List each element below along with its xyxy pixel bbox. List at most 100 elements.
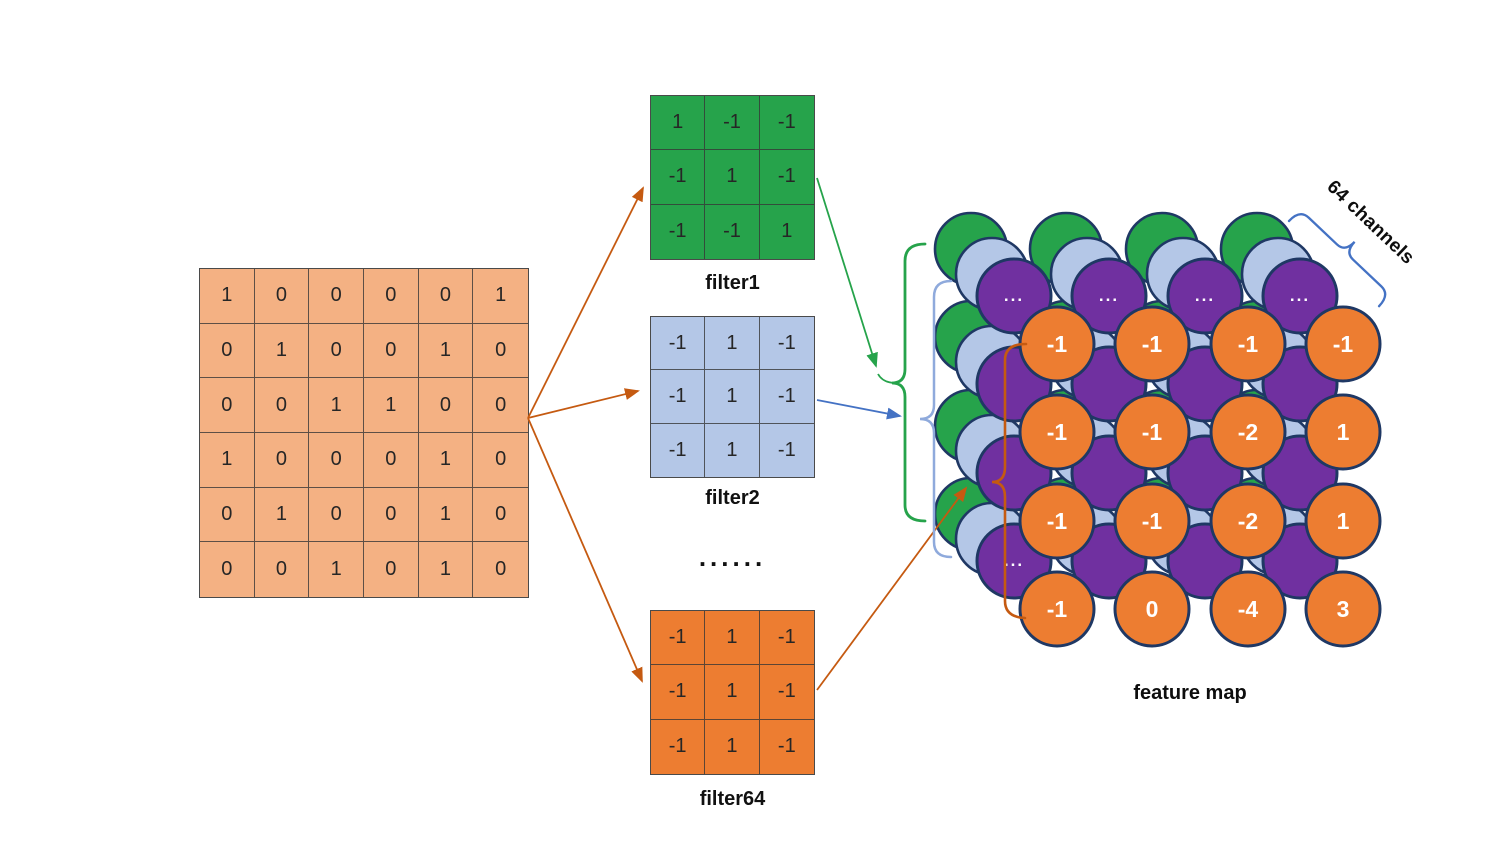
matrix-cell: 0 [495,558,507,581]
arrow-filter64-to-map [816,486,968,691]
channel-ellipsis: ... [1004,286,1024,305]
feature-map-value: -2 [1238,508,1258,534]
filter-cell: 1 [705,370,760,424]
matrix-cell: 0 [254,269,310,324]
matrix-cell: 1 [473,269,528,324]
matrix-cell: 1 [254,487,310,543]
arrow-filter1-to-map [816,177,878,368]
filter-cell: -1 [651,719,706,774]
filter-cell: -1 [651,665,706,720]
blue-channels-brace [919,279,953,559]
filter-cell: -1 [705,204,760,259]
green-channels-brace [891,242,927,523]
matrix-cell: 0 [254,433,310,488]
filter-cell: -1 [651,370,706,424]
filter-cell: 1 [705,665,760,720]
feature-map-value: -1 [1047,596,1068,622]
matrix-cell: 0 [200,542,255,597]
matrix-cell: 0 [364,542,419,597]
matrix-cell: 0 [418,378,474,433]
feature-map-value: 3 [1337,596,1350,622]
feature-value-circle [1018,393,1096,471]
filter-cell: -1 [651,204,706,259]
matrix-cell: 1 [309,542,364,597]
feature-map-orange-layer [1018,305,1382,648]
feature-value-circle [1304,570,1382,648]
filter-cell: -1 [651,150,706,205]
feature-value-circle [1209,305,1287,383]
feature-map-value: -1 [1142,419,1163,445]
filter-cell: 1 [705,423,760,477]
filters-ellipsis: ...... [698,542,767,572]
feature-map-value: -1 [1047,419,1068,445]
filter-cell: -1 [651,611,706,666]
filter-cell: 1 [705,150,760,205]
feature-map-value: -1 [1142,331,1163,357]
feature-value-circle [1018,482,1096,560]
channel-ellipsis: ... [1004,551,1024,570]
channel-ellipsis: ... [1195,286,1215,305]
matrix-cell: 1 [200,433,255,488]
feature-map-value: -1 [1238,331,1259,357]
filter-cell: -1 [759,611,814,666]
matrix-cell: 0 [418,269,474,324]
matrix-cell: 1 [418,433,474,488]
matrix-cell: 0 [364,487,419,543]
filter-cell: 1 [781,220,793,243]
filter-cell: -1 [705,96,760,151]
matrix-cell: 1 [309,378,364,433]
feature-map-value: -4 [1238,596,1259,622]
feature-value-circle [1113,482,1191,560]
filter-cell: -1 [759,96,814,151]
filter-cell: -1 [759,317,814,371]
matrix-cell: 0 [473,433,528,488]
matrix-cell: 0 [364,433,419,488]
filter-cell: -1 [759,370,814,424]
feature-value-circle [1113,570,1191,648]
feature-map-value: -1 [1142,508,1163,534]
feature-value-circle [1304,305,1382,383]
matrix-cell: 0 [309,487,364,543]
matrix-cell: 1 [418,323,474,379]
filter-cell: 1 [705,719,760,774]
orange-channels-brace [991,342,1028,620]
feature-map-label: feature map [1133,682,1247,704]
feature-map-value: -1 [1047,331,1068,357]
feature-value-circle [1018,570,1096,648]
arrow-matrix-to-filter2 [527,388,640,419]
matrix-cell: 1 [200,269,255,324]
matrix-cell: 1 [418,487,474,543]
filter-cell: -1 [651,317,706,371]
matrix-cell: 0 [200,487,255,543]
filter-cell: -1 [759,665,814,720]
feature-value-circle [1304,393,1382,471]
matrix-cell: 0 [255,542,310,597]
arrow-matrix-to-filter64 [527,417,643,683]
matrix-cell: 0 [309,433,364,488]
matrix-cell: 0 [200,378,255,433]
filter-cell: -1 [777,735,796,758]
matrix-cell: 1 [364,378,419,433]
matrix-cell: 0 [473,378,528,433]
filter-cell: 1 [705,317,760,371]
feature-map-value: 1 [1337,419,1350,445]
feature-value-circle [1209,393,1287,471]
matrix-cell: 0 [364,323,419,379]
channel-ellipsis: ... [1290,286,1310,305]
matrix-cell: 0 [309,323,364,379]
channel-ellipsis: ... [1099,286,1119,305]
feature-map-value: 0 [1146,596,1159,622]
filter-cell: -1 [651,423,706,477]
filter-cell: -1 [759,150,814,205]
filter-cell: 1 [705,611,760,666]
matrix-cell: 1 [254,323,310,379]
filter2-label: filter2 [705,487,760,509]
matrix-cell: 0 [309,269,364,324]
filter-cell: -1 [777,438,796,461]
matrix-cell: 0 [254,378,310,433]
